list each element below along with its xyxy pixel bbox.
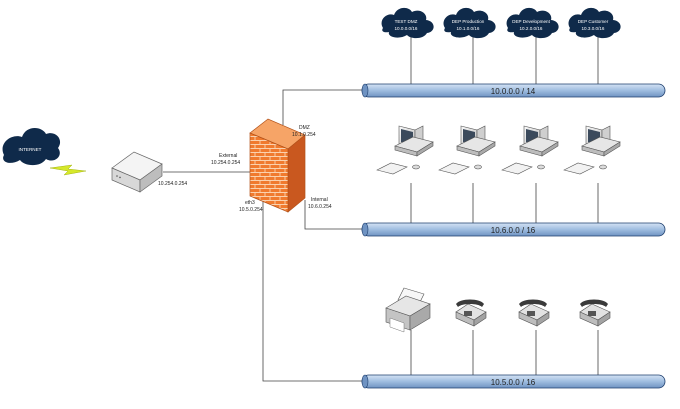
dmz-cloud-2[interactable]: DEP Production 10.1.0.0/16 [443,7,496,39]
dmz-ip: 10.1.0.254 [292,132,316,138]
phone-1[interactable] [455,299,487,327]
cloud-name: DEP Customer [578,19,609,24]
dmz-cloud-1[interactable]: TEST DMZ 10.0.0.0/16 [381,7,434,39]
cloud-icon [2,127,61,166]
cloud-icon [443,7,496,39]
internet-cloud[interactable]: INTERNET [2,127,61,166]
cloud-icon [381,7,434,39]
eth3-ip: 10.5.0.254 [239,207,263,213]
dmz-cloud-3[interactable]: DEP Development 10.2.0.0/16 [506,7,559,39]
bus-internal[interactable]: 10.6.0.0 / 16 [361,222,666,237]
cloud-drops [410,35,599,90]
internal-link [304,200,362,230]
cloud-ip: 10.2.0.0/16 [520,26,543,31]
dmz-name: DMZ [299,125,310,131]
mouse-icon [474,164,482,170]
cloud-name: TEST DMZ [395,19,418,24]
keyboard-icon [438,162,470,175]
router-ip: 10.254.0.254 [158,181,187,187]
cloud-ip: 10.3.0.0/16 [582,26,605,31]
internal-name: Internal [311,197,328,203]
mouse-icon [537,164,545,170]
workstation-4[interactable] [563,125,621,175]
internal-ip: 10.6.0.254 [308,204,332,210]
bus-label: 10.5.0.0 / 16 [491,378,536,387]
bus-label: 10.0.0.0 / 14 [491,87,536,96]
firewall[interactable] [249,118,306,213]
eth3-link [262,200,362,382]
workstation-3[interactable] [501,125,559,175]
firewall-icon [249,132,289,213]
phone-3[interactable] [579,299,611,327]
connection-lines [163,35,599,382]
lightning-bolt-icon [49,164,87,176]
pc-drops [410,183,599,229]
bus-label: 10.6.0.0 / 16 [491,226,536,235]
cloud-icon [568,7,621,39]
mouse-icon [412,164,420,170]
keyboard-icon [501,162,533,175]
internet-label: INTERNET [19,147,42,152]
keyboard-icon [376,162,408,175]
workstation-2[interactable] [438,125,496,175]
router[interactable]: 10.254.0.254 [111,151,187,193]
printer[interactable] [385,287,431,333]
eth3-name: eth3 [245,200,255,206]
dmz-cloud-4[interactable]: DEP Customer 10.3.0.0/16 [568,7,621,39]
external-ip: 10.254.0.254 [211,160,240,166]
bus-eth3[interactable]: 10.5.0.0 / 16 [361,374,666,389]
keyboard-icon [563,162,595,175]
cloud-name: DEP Development [512,19,550,24]
cloud-ip: 10.1.0.0/16 [457,26,480,31]
mouse-icon [599,164,607,170]
workstation-1[interactable] [376,125,434,175]
phone-drops [410,330,599,381]
dmz-link [282,89,362,125]
cloud-icon [506,7,559,39]
external-name: External [219,153,237,159]
cloud-ip: 10.0.0.0/16 [395,26,418,31]
cloud-name: DEP Production [452,19,485,24]
bus-dmz[interactable]: 10.0.0.0 / 14 [361,83,666,98]
phone-2[interactable] [518,299,550,327]
